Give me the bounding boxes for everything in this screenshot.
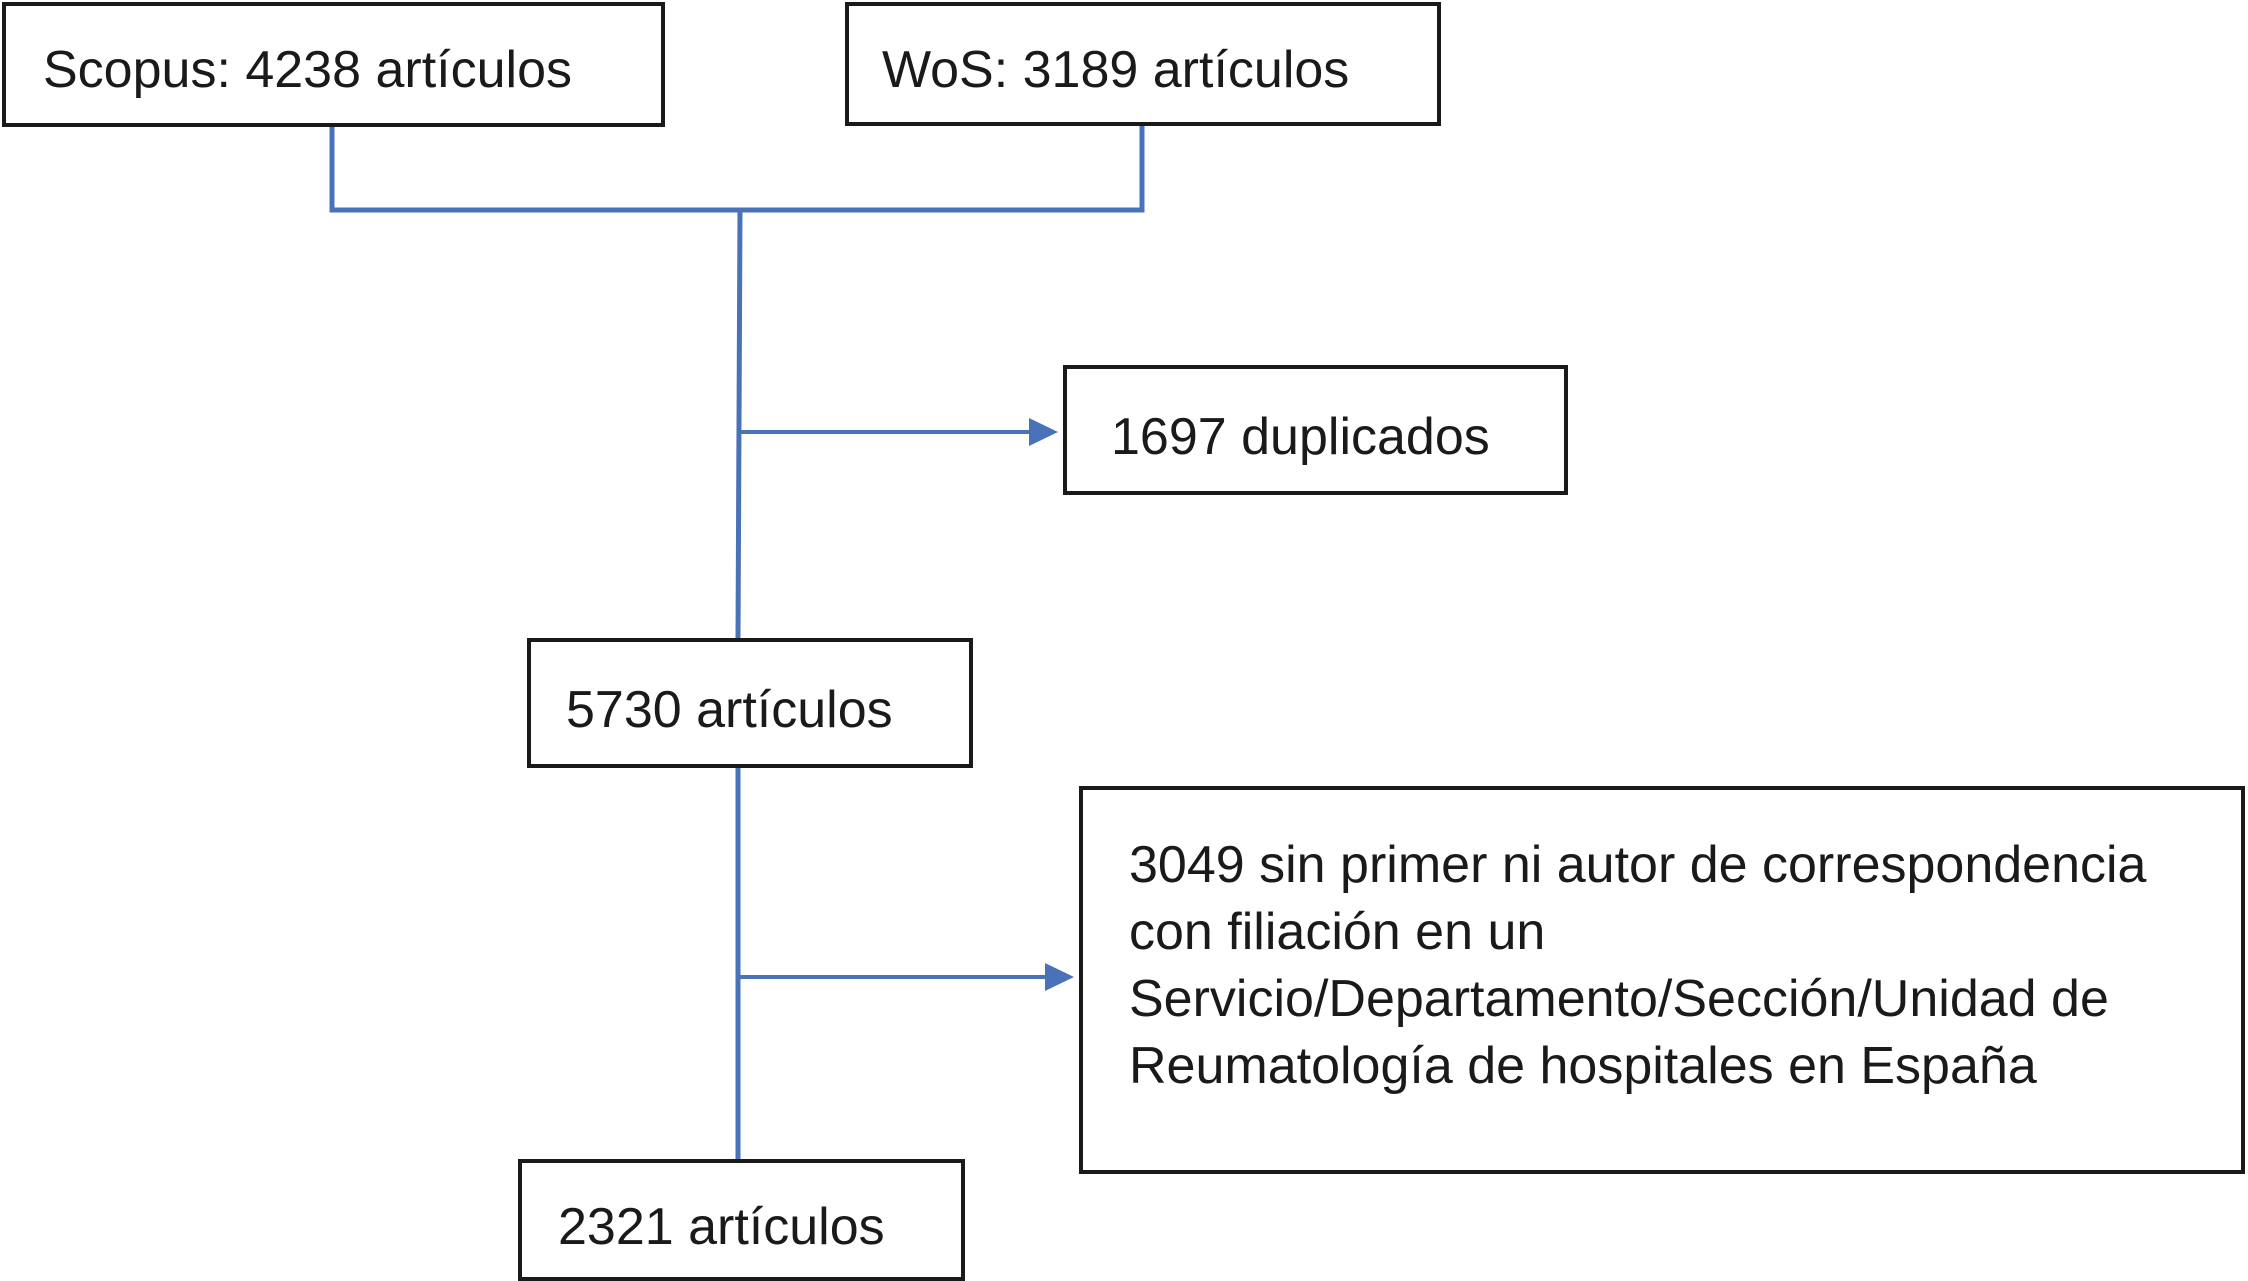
node-final: 2321 artículos [518,1159,965,1281]
node-duplicates: 1697 duplicados [1063,365,1568,495]
arrowhead-duplicates-icon [1029,418,1058,446]
node-merged-label: 5730 artículos [566,681,893,739]
node-excluded-label: 3049 sin primer ni autor de corresponden… [1129,836,2147,1095]
node-merged: 5730 artículos [527,638,973,768]
node-scopus-label: Scopus: 4238 artículos [43,41,572,99]
arrowhead-excluded-icon [1045,963,1074,991]
node-scopus: Scopus: 4238 artículos [2,2,665,127]
node-final-label: 2321 artículos [558,1198,885,1256]
node-wos-label: WoS: 3189 artículos [882,41,1350,99]
node-duplicates-label: 1697 duplicados [1111,408,1490,466]
node-excluded: 3049 sin primer ni autor de corresponden… [1079,786,2245,1174]
connector-trunk-upper [735,207,743,641]
node-wos: WoS: 3189 artículos [845,2,1441,126]
